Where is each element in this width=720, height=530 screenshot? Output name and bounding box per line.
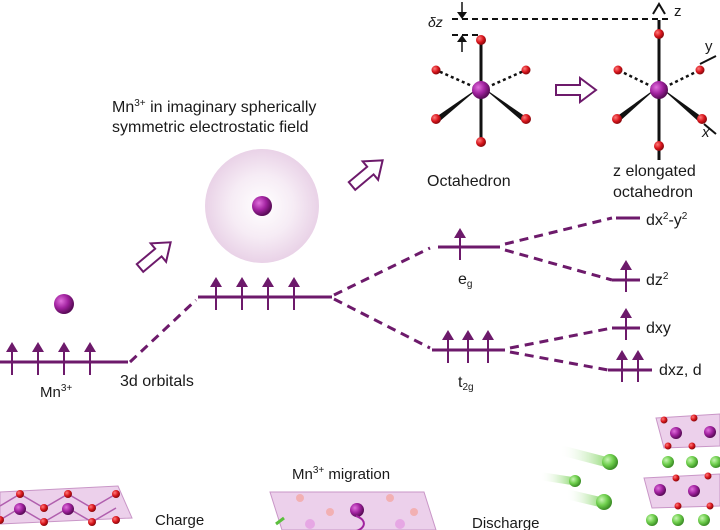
octa-oxygen-back-left — [431, 65, 441, 75]
migration-structure — [269, 491, 437, 530]
free-ion-electrons — [6, 342, 96, 375]
left-layer-structure — [0, 485, 133, 526]
octahedron-label: Octahedron — [427, 173, 511, 190]
connector-free-to-sphere — [128, 298, 198, 364]
free-ion-levels — [0, 342, 128, 375]
zoct-oxygen-front-left — [612, 114, 622, 124]
t2g-level — [432, 330, 505, 363]
dz2-label: dz2 — [646, 271, 669, 289]
z-axis-arrowhead — [652, 2, 666, 15]
dxy-level — [612, 308, 640, 340]
octa-mn-atom — [472, 81, 490, 99]
octahedron — [431, 35, 531, 147]
t2g-label: t2g — [458, 374, 474, 393]
migrating-mn-atom — [350, 503, 364, 517]
sphere-mn-atom — [252, 196, 272, 216]
octa-oxygen-top — [476, 35, 486, 45]
migration-path — [355, 515, 365, 530]
zoct-oxygen-front-right — [697, 114, 707, 124]
delta-z-label: δz — [428, 14, 443, 30]
y-axis-label: y — [705, 38, 713, 55]
eg-level — [438, 228, 500, 260]
octa-oxygen-back-right — [521, 65, 531, 75]
delta-z-marker — [452, 2, 668, 52]
mn-field-label-line2: symmetric electrostatic field — [112, 119, 309, 136]
octa-oxygen-front-right — [521, 114, 531, 124]
dx2y2-label: dx2-y2 — [646, 211, 688, 229]
mn-ion-label: Mn3+ — [40, 383, 73, 401]
orbitals-3d-label: 3d orbitals — [120, 373, 194, 390]
dxz-dyz-level — [608, 350, 652, 382]
mn-ion-atom — [54, 294, 74, 314]
sphere-field-level — [198, 277, 332, 310]
z-elongated-label-line2: octahedron — [613, 184, 694, 201]
octa-oxygen-bottom — [476, 137, 486, 147]
dz2-level — [612, 260, 640, 292]
splitting-connectors — [333, 246, 431, 350]
zoct-mn-atom — [650, 81, 668, 99]
zoct-oxygen-back-right — [695, 65, 705, 75]
hollow-arrow-2 — [347, 159, 384, 192]
hollow-arrow-1 — [135, 241, 172, 274]
z-elongated-octahedron — [612, 2, 717, 160]
charge-label: Charge — [155, 512, 205, 529]
zoct-oxygen-back-left — [613, 65, 623, 75]
octa-oxygen-front-left — [431, 114, 441, 124]
migration-label: Mn3+ migration — [292, 465, 391, 483]
zoct-oxygen-top — [654, 29, 664, 39]
lithium-ions — [536, 445, 720, 526]
eg-label: eg — [458, 271, 473, 290]
z-axis-label: z — [674, 3, 682, 20]
right-layer-structure — [643, 413, 720, 510]
eg-split-connectors — [504, 216, 613, 282]
zoct-oxygen-bottom — [654, 141, 664, 151]
z-elongated-label-line1: z elongated — [613, 163, 696, 180]
dxy-label: dxy — [646, 320, 671, 337]
x-axis-label: x — [702, 124, 710, 141]
t2g-split-connectors — [509, 326, 613, 372]
dxz-dyz-label: dxz, d — [659, 362, 702, 379]
hollow-arrow-3 — [555, 76, 598, 104]
discharge-label: Discharge — [472, 515, 540, 530]
mn-field-label-line1: Mn3+ in imaginary spherically — [112, 98, 317, 116]
